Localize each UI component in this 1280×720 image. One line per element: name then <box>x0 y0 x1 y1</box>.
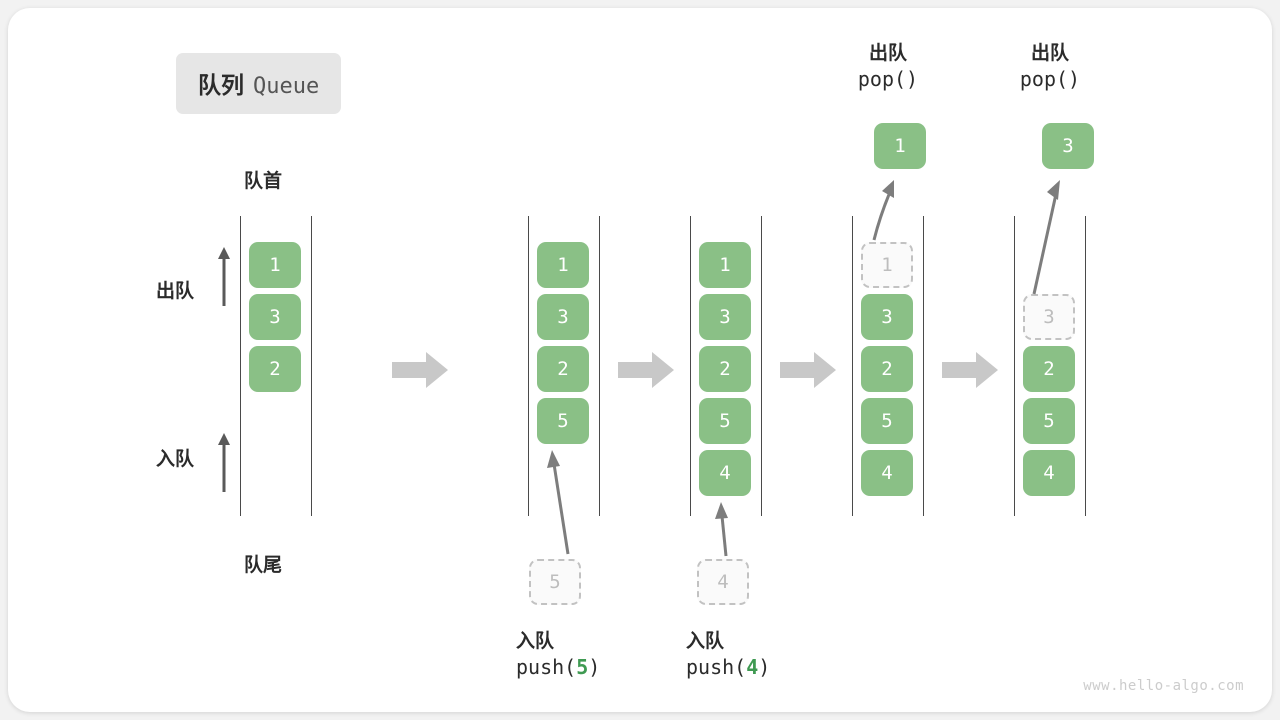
queue-front-label: 队首 <box>244 170 283 192</box>
title-english: Queue <box>253 74 320 99</box>
transition-arrow-icon <box>780 350 838 390</box>
queue-cell: 2 <box>537 346 589 392</box>
pop-result-cell: 3 <box>1042 123 1094 169</box>
queue-cell: 5 <box>699 398 751 444</box>
queue-cell: 2 <box>249 346 301 392</box>
pop-1-caption-code: pop() <box>857 67 919 92</box>
queue-cell: 1 <box>249 242 301 288</box>
queue-rail-left <box>240 216 241 516</box>
queue-cell: 5 <box>861 398 913 444</box>
queue-cell: 3 <box>537 294 589 340</box>
queue-cell: 4 <box>861 450 913 496</box>
pop-3-caption-cn: 出队 <box>1030 42 1069 64</box>
push-source-ghost-cell: 5 <box>529 559 581 605</box>
pop-1-caption: 出队 pop() <box>852 40 924 94</box>
push-arrow-icon <box>544 444 580 556</box>
push-4-caption: 入队 push(4) <box>686 628 770 682</box>
watermark: www.hello-algo.com <box>1083 678 1244 694</box>
pop-arrow-icon <box>866 176 906 242</box>
queue-cell-ghost: 1 <box>861 242 913 288</box>
pop-3-caption: 出队 pop() <box>1014 40 1086 94</box>
queue-rail-left <box>528 216 529 516</box>
push-4-caption-cn: 入队 <box>686 630 725 652</box>
title-chinese: 队列 <box>198 73 244 99</box>
dequeue-direction-arrow-icon <box>216 246 230 308</box>
queue-rail-left <box>690 216 691 516</box>
pop-3-caption-code: pop() <box>1019 67 1081 92</box>
dequeue-direction-label: 出队 <box>156 280 195 302</box>
queue-rear-label: 队尾 <box>244 554 283 576</box>
queue-cell: 3 <box>249 294 301 340</box>
queue-cell: 4 <box>1023 450 1075 496</box>
transition-arrow-icon <box>942 350 1000 390</box>
push-5-caption-code: push(5) <box>516 655 601 680</box>
queue-rail-right <box>761 216 762 516</box>
queue-rail-right <box>599 216 600 516</box>
diagram-title-badge: 队列 Queue <box>176 53 342 114</box>
queue-rail-left <box>852 216 853 516</box>
transition-arrow-icon <box>618 350 676 390</box>
queue-cell: 1 <box>537 242 589 288</box>
enqueue-direction-label: 入队 <box>156 448 195 470</box>
queue-rail-left <box>1014 216 1015 516</box>
pop-result-cell: 1 <box>874 123 926 169</box>
queue-cell: 2 <box>699 346 751 392</box>
push-5-caption-cn: 入队 <box>516 630 555 652</box>
enqueue-direction-arrow-icon <box>216 432 230 494</box>
queue-rail-right <box>923 216 924 516</box>
queue-cell-ghost: 3 <box>1023 294 1075 340</box>
queue-cell: 5 <box>537 398 589 444</box>
diagram-card: 队列 Queue 队首 队尾 出队 入队 1 3 2 <box>8 8 1272 712</box>
push-5-caption: 入队 push(5) <box>516 628 600 682</box>
transition-arrow-icon <box>392 350 450 390</box>
queue-rail-right <box>1085 216 1086 516</box>
queue-rail-right <box>311 216 312 516</box>
push-4-caption-code: push(4) <box>686 655 771 680</box>
queue-cell: 4 <box>699 450 751 496</box>
pop-arrow-icon <box>1026 176 1070 296</box>
queue-cell: 5 <box>1023 398 1075 444</box>
queue-cell: 3 <box>699 294 751 340</box>
queue-cell: 3 <box>861 294 913 340</box>
queue-cell: 2 <box>1023 346 1075 392</box>
queue-cell: 2 <box>861 346 913 392</box>
queue-cell: 1 <box>699 242 751 288</box>
pop-1-caption-cn: 出队 <box>868 42 907 64</box>
push-arrow-icon <box>708 496 744 558</box>
push-source-ghost-cell: 4 <box>697 559 749 605</box>
